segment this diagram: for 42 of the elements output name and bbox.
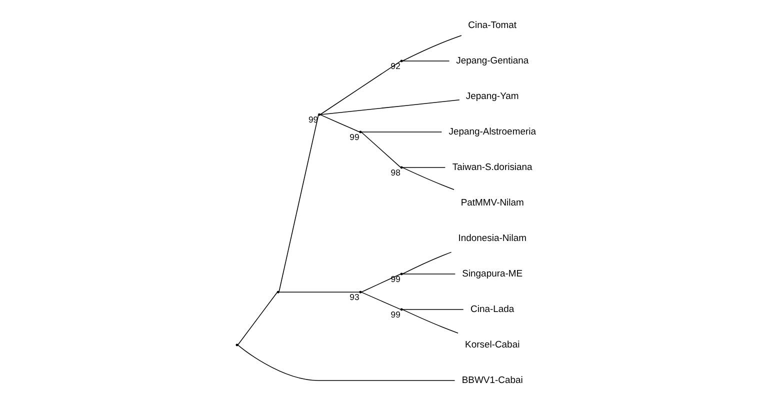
node-label: 99 [390, 274, 400, 284]
connector [360, 292, 402, 310]
node-text: Taiwan-S.dorisiana [452, 162, 532, 173]
connector [402, 309, 458, 334]
node-label: 93 [350, 292, 360, 302]
connector [320, 100, 460, 116]
connector [238, 344, 456, 381]
node-text: BBWV1-Cabai [462, 374, 523, 386]
node-text: PatMMV-Nilam [460, 197, 524, 208]
connector [360, 274, 402, 292]
connector [238, 292, 278, 346]
node-point [400, 166, 403, 169]
connector [402, 309, 464, 310]
node-point [236, 344, 238, 346]
node-text: Korsel-Cabai [465, 339, 520, 350]
node-label: 99 [350, 132, 360, 142]
node-point [359, 290, 362, 294]
connector [278, 292, 360, 293]
node-text: Singapura-ME [462, 268, 523, 280]
node-label: 98 [390, 167, 400, 178]
connector [360, 132, 402, 168]
node-text: Cina-Lada [470, 304, 514, 315]
connector [402, 252, 452, 274]
node-text: Jepang-Alstroemeria [448, 126, 536, 138]
node-text: Indonesia-Nilam [458, 232, 527, 244]
connector [320, 60, 401, 115]
connector [320, 114, 360, 132]
connector [402, 167, 446, 168]
node-text: Cina-Tomat [468, 20, 517, 31]
node-text: Jepang-Yam [466, 90, 519, 102]
node-point [400, 308, 403, 311]
node-text: Jepang-Gentiana [456, 55, 529, 66]
connector [278, 114, 319, 292]
node-point [400, 60, 403, 62]
node-point [400, 272, 403, 276]
node-point [318, 113, 321, 116]
node-point [359, 130, 362, 134]
node-label: 99 [390, 309, 400, 320]
connector [402, 167, 454, 190]
node-point [276, 290, 280, 294]
connector [402, 60, 450, 62]
connector [402, 35, 462, 62]
